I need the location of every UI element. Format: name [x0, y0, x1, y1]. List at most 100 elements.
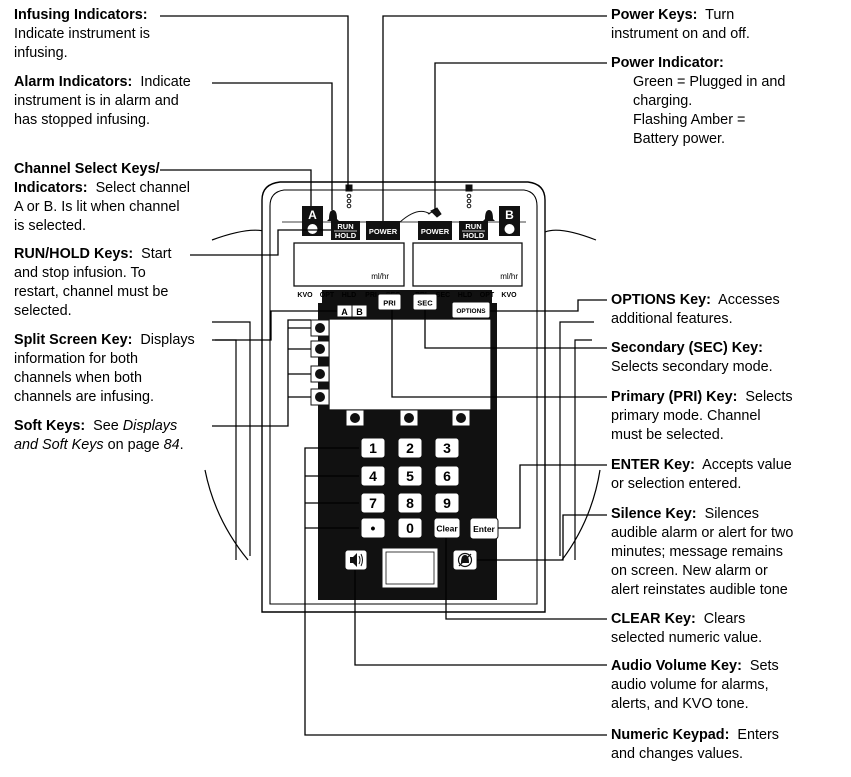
channel-a-key[interactable]: A — [302, 206, 323, 236]
keypad-key-label-8: 9 — [443, 495, 451, 511]
options-key[interactable]: OPTIONS — [451, 301, 491, 319]
callout-runhold-text2: and stop infusion. To — [14, 265, 146, 281]
callout-silence-key: Silence Key: Silences audible alarm or a… — [611, 505, 846, 600]
keypad-key-label-1: 2 — [406, 440, 414, 456]
callout-channel-text1: Select channel — [95, 180, 190, 196]
keypad-key-1[interactable]: 2 — [397, 437, 423, 459]
infusing-drop-icon-left — [345, 184, 353, 209]
callout-powerind-text2: charging. — [633, 93, 693, 109]
keypad-key-2[interactable]: 3 — [434, 437, 460, 459]
soft-key-6[interactable] — [404, 413, 414, 423]
callout-powerind-text3: Flashing Amber = — [633, 112, 746, 128]
keypad-key-label-6: 7 — [369, 495, 377, 511]
keypad-key-10[interactable]: 0 — [397, 517, 423, 539]
callout-alarm-indicators: Alarm Indicators: Indicate instrument is… — [14, 73, 214, 130]
pri-key[interactable]: PRI — [377, 293, 402, 311]
hold-label-left: HOLD — [335, 231, 357, 240]
callout-soft-title: Soft Keys: — [14, 418, 86, 434]
callout-powerind-text4: Battery power. — [633, 131, 725, 147]
callout-split-text3: channels when both — [14, 370, 143, 386]
callout-silence-text2: audible alarm or alert for two — [611, 525, 794, 541]
speaker-icon — [350, 553, 357, 567]
keypad-key-0[interactable]: 1 — [360, 437, 386, 459]
callout-runhold-text4: selected. — [14, 303, 72, 319]
callout-soft-page: 84 — [163, 437, 180, 453]
callout-split-text2: information for both — [14, 351, 138, 367]
keypad-key-4[interactable]: 5 — [397, 465, 423, 487]
keypad-key-5[interactable]: 6 — [434, 465, 460, 487]
callout-soft-keys: Soft Keys: See Displays and Soft Keys on… — [14, 417, 214, 455]
audio-volume-key[interactable] — [344, 549, 368, 571]
keypad-key-9[interactable]: • — [360, 517, 386, 539]
options-label: OPTIONS — [456, 308, 486, 315]
sec-key[interactable]: SEC — [412, 293, 438, 311]
callout-split-text4: channels are infusing. — [14, 389, 154, 405]
bottom-window — [381, 547, 439, 589]
infusing-drop-icon-right — [465, 184, 473, 209]
callout-primary-text3: must be selected. — [611, 427, 724, 443]
keypad-key-label-7: 8 — [406, 495, 414, 511]
keypad-key-6[interactable]: 7 — [360, 492, 386, 514]
left-status-2: HLD — [342, 292, 356, 299]
callout-primary-title: Primary (PRI) Key: — [611, 389, 738, 405]
callout-powerkeys-text1: Turn — [705, 7, 735, 23]
soft-key-7[interactable] — [456, 413, 466, 423]
callout-soft-text3: on page — [107, 437, 160, 453]
keypad-key-8[interactable]: 9 — [434, 492, 460, 514]
callout-enter-text1: Accepts value — [702, 457, 792, 473]
right-status-4: KVO — [501, 292, 517, 299]
keypad-key-3[interactable]: 4 — [360, 465, 386, 487]
left-status-0: KVO — [297, 292, 313, 299]
keypad-key-11[interactable]: Clear — [433, 517, 461, 539]
channel-b-key[interactable]: B — [499, 206, 520, 236]
power-key-right[interactable]: POWER — [418, 221, 452, 240]
callout-runhold-text1: Start — [141, 246, 172, 262]
callout-infusing-text2: infusing. — [14, 45, 68, 61]
power-key-left[interactable]: POWER — [366, 221, 400, 240]
split-b-label: B — [356, 307, 363, 317]
display-right-unit: ml/hr — [500, 272, 518, 281]
callout-alarm-text3: has stopped infusing. — [14, 112, 151, 128]
callout-soft-text2: and Soft Keys — [14, 437, 104, 453]
callout-channel-title2: Indicators: — [14, 180, 88, 196]
callout-soft-end: . — [179, 437, 184, 453]
display-left: ml/hr — [293, 242, 405, 287]
callout-silence-title: Silence Key: — [611, 506, 697, 522]
right-status-2: HLD — [458, 292, 472, 299]
keypad-key-7[interactable]: 8 — [397, 492, 423, 514]
callout-primary-text2: primary mode. Channel — [611, 408, 761, 424]
callout-numeric-keypad: Numeric Keypad: Enters and changes value… — [611, 726, 846, 764]
run-hold-key-left[interactable]: RUN HOLD — [331, 221, 360, 240]
display-right: ml/hr — [412, 242, 523, 287]
keypad-key-label-2: 3 — [443, 440, 451, 456]
callout-audio-volume-key: Audio Volume Key: Sets audio volume for … — [611, 657, 846, 714]
soft-key-2[interactable] — [315, 344, 325, 354]
channel-a-label: A — [308, 208, 317, 222]
callout-options-key: OPTIONS Key: Accesses additional feature… — [611, 291, 846, 329]
soft-key-3[interactable] — [315, 369, 325, 379]
callout-split-screen: Split Screen Key: Displays information f… — [14, 331, 214, 407]
keypad-key-label-11: Clear — [436, 524, 458, 534]
soft-key-5[interactable] — [350, 413, 360, 423]
channel-b-label: B — [505, 208, 514, 222]
keypad-key-label-3: 4 — [369, 468, 377, 484]
callout-options-text1: Accesses — [718, 292, 780, 308]
split-screen-key[interactable]: A B — [336, 304, 368, 318]
callout-secondary-title: Secondary (SEC) Key: — [611, 340, 763, 356]
split-a-label: A — [341, 307, 348, 317]
soft-keys-bottom — [345, 409, 471, 427]
soft-key-4[interactable] — [315, 392, 325, 402]
callout-channel-text3: is selected. — [14, 218, 86, 234]
callout-soft-text1: See — [93, 418, 119, 434]
callout-infusing-title: Infusing Indicators: — [14, 7, 148, 23]
silence-key[interactable] — [452, 549, 478, 571]
keypad-key-label-10: 0 — [406, 520, 414, 536]
callout-audio-title: Audio Volume Key: — [611, 658, 742, 674]
keypad-key-label-9: • — [371, 520, 376, 536]
soft-key-1[interactable] — [315, 323, 325, 333]
callout-silence-text5: alert reinstates audible tone — [611, 582, 788, 598]
run-hold-key-right[interactable]: RUN HOLD — [459, 221, 488, 240]
callout-audio-text2: audio volume for alarms, — [611, 677, 769, 693]
callout-secondary-text1: Selects secondary mode. — [611, 359, 773, 375]
enter-key[interactable]: Enter — [469, 517, 499, 540]
